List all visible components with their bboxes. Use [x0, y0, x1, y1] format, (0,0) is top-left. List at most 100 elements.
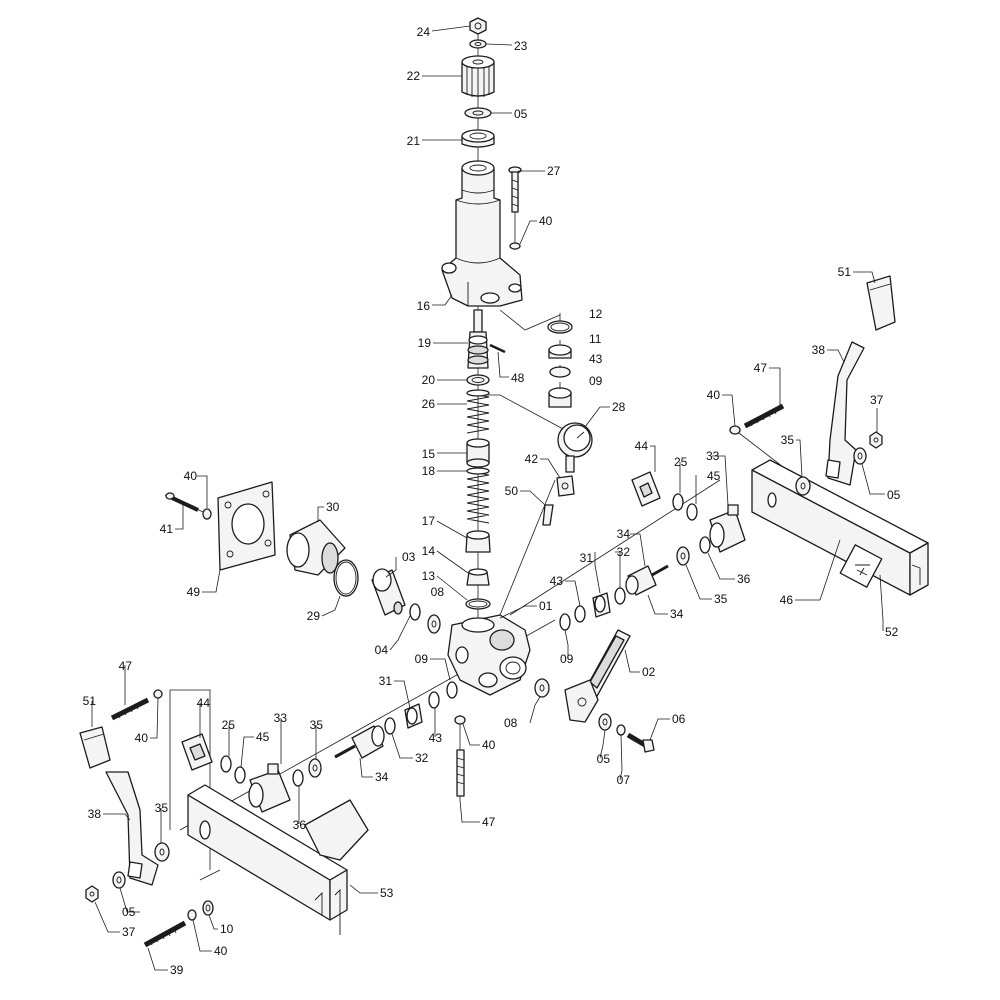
- part-05-washer-d: [112, 871, 126, 889]
- part-48-pin: [489, 343, 506, 354]
- part-40-washer-b: [202, 508, 212, 520]
- part-27-bolt: [508, 166, 522, 213]
- callout-37-right: 37: [870, 393, 884, 407]
- callout-20: 20: [422, 373, 436, 387]
- part-21-nut: [461, 129, 495, 148]
- callout-15: 15: [422, 447, 436, 461]
- part-24-nut: [469, 17, 487, 35]
- part-45-washer-a: [686, 503, 698, 521]
- callout-35-right: 35: [714, 592, 728, 606]
- part-05-washer-right: [853, 447, 867, 465]
- callout-16: 16: [417, 299, 431, 313]
- callout-47-right: 47: [754, 361, 768, 375]
- callout-08-right: 08: [504, 716, 518, 730]
- callout-48: 48: [511, 371, 525, 385]
- callout-53: 53: [380, 886, 394, 900]
- callout-52: 52: [885, 625, 899, 639]
- callout-09-seal-column: 09: [589, 374, 603, 388]
- callout-05-handle: 05: [597, 752, 611, 766]
- callout-34-left: 34: [375, 770, 389, 784]
- callout-17: 17: [422, 514, 436, 528]
- callout-40-center: 40: [482, 738, 496, 752]
- part-16-pump-cylinder: [441, 160, 523, 307]
- callout-45-right: 45: [707, 469, 721, 483]
- callout-labels: 24 23 22 05 21 27 40 16 12 11 19 48 43 0…: [83, 25, 901, 977]
- callout-01: 01: [539, 599, 553, 613]
- part-08-washer-b: [534, 678, 550, 698]
- part-40-washer-d: [153, 689, 163, 699]
- callout-31-left: 31: [379, 674, 393, 688]
- callout-38-right: 38: [812, 343, 826, 357]
- part-38-lever-right: [825, 341, 865, 486]
- callout-05-right: 05: [887, 488, 901, 502]
- part-18-spring: [466, 467, 490, 524]
- callout-46: 46: [780, 593, 794, 607]
- callout-11: 11: [589, 332, 602, 346]
- part-29-o-ring: [333, 559, 359, 597]
- part-17-spring-seat: [465, 530, 491, 553]
- part-35-washer-b: [795, 476, 811, 496]
- part-03-union: [371, 568, 406, 616]
- callout-31-right: 31: [580, 551, 594, 565]
- part-51-grip-right: [866, 275, 896, 331]
- callout-27: 27: [547, 164, 561, 178]
- part-10-washer: [202, 900, 214, 916]
- callout-40-right: 40: [707, 388, 721, 402]
- callout-49: 49: [187, 585, 201, 599]
- callout-45-left: 45: [256, 730, 270, 744]
- part-22-knob: [461, 55, 495, 98]
- part-06-bolt: [626, 732, 655, 753]
- callout-13: 13: [422, 569, 436, 583]
- callout-25-left: 25: [222, 718, 236, 732]
- callout-18: 18: [422, 464, 436, 478]
- callout-43-seal-column: 43: [589, 352, 603, 366]
- part-13-o-ring: [465, 598, 491, 610]
- part-09-seal-a: [548, 387, 572, 408]
- part-37-nut-right: [869, 431, 883, 449]
- callout-02: 02: [642, 665, 656, 679]
- callout-09-valve-left: 09: [415, 652, 429, 666]
- callout-05-top: 05: [514, 107, 528, 121]
- part-36-seal-b: [292, 769, 304, 787]
- alignment-lines: [164, 30, 801, 881]
- callout-35-lever-right: 35: [781, 433, 795, 447]
- part-02-handle: [564, 629, 631, 723]
- part-15-sleeve: [466, 438, 490, 468]
- callout-32-left: 32: [415, 751, 429, 765]
- part-53-bracket-left: [187, 784, 369, 935]
- part-30-flange-adapter: [286, 519, 346, 576]
- callout-05-left: 05: [122, 905, 136, 919]
- part-14-valve: [466, 568, 490, 586]
- part-50-nozzle: [542, 504, 554, 526]
- part-09-seal-b: [559, 613, 571, 631]
- part-39-bolt: [143, 920, 187, 948]
- callout-12: 12: [589, 307, 603, 321]
- part-33-coupling-b: [248, 763, 291, 813]
- callout-50: 50: [505, 484, 519, 498]
- part-43-seal-b: [574, 605, 586, 623]
- part-51-grip-left: [79, 726, 111, 769]
- part-25-washer-a: [672, 493, 684, 511]
- callout-03: 03: [402, 550, 416, 564]
- callout-08-left: 08: [431, 585, 445, 599]
- part-47-bolt-left: [110, 697, 150, 721]
- callout-47-left: 47: [119, 659, 133, 673]
- part-36-seal-a: [699, 536, 711, 554]
- callout-42: 42: [525, 452, 539, 466]
- callout-43-left: 43: [429, 731, 443, 745]
- callout-40-lever-left: 40: [135, 731, 149, 745]
- part-43-seal-a: [549, 366, 571, 378]
- part-40-washer-f: [187, 909, 197, 921]
- part-09-seal-c: [446, 681, 458, 699]
- part-01-valve-body: [447, 614, 531, 696]
- callout-40-bottom: 40: [214, 944, 228, 958]
- callout-25-right: 25: [674, 455, 688, 469]
- part-35-washer-a: [676, 546, 690, 566]
- part-47-bolt-center: [456, 749, 465, 797]
- callout-10: 10: [220, 922, 234, 936]
- part-31-seal-b: [404, 703, 423, 729]
- part-34-check-valve-a: [625, 564, 669, 596]
- callout-51-left: 51: [83, 694, 97, 708]
- part-28-pressure-gauge: [557, 422, 593, 473]
